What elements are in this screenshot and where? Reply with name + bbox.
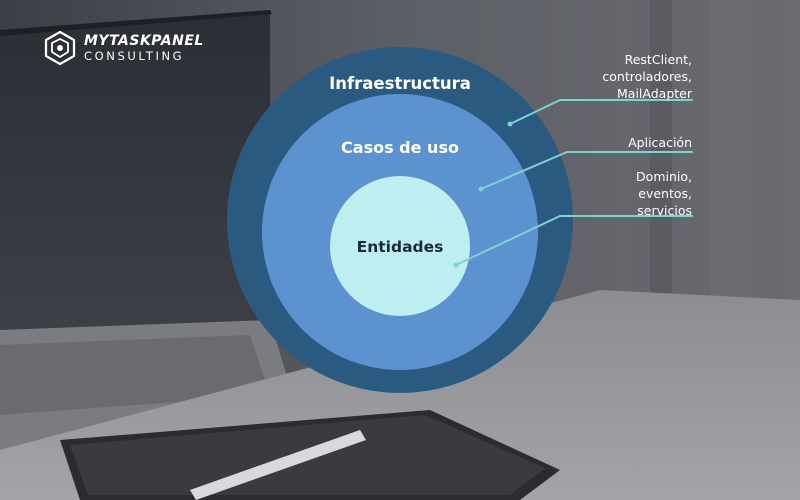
brand-name: MYTASKPANEL [84, 32, 204, 49]
brand-subtitle: CONSULTING [84, 48, 185, 63]
callout-dot-infraestructura [507, 121, 513, 127]
callout-line-text: eventos, [638, 186, 692, 201]
infraestructura-label: Infraestructura [329, 74, 471, 93]
callout-line-text: RestClient, [624, 52, 692, 67]
callout-dot-casos-de-uso [478, 186, 484, 192]
callout-line-text: Dominio, [636, 169, 692, 184]
callout-entidades: Dominio, eventos, servicios [636, 168, 692, 219]
callout-line-text: controladores, [602, 69, 692, 84]
callout-line-casos-de-uso [480, 151, 693, 190]
callout-line-text: servicios [637, 203, 692, 218]
callout-line-text: Aplicación [628, 135, 692, 150]
callout-line-text: MailAdapter [617, 86, 692, 101]
casos-de-uso-label: Casos de uso [341, 138, 459, 157]
callout-line-entidades [455, 215, 693, 266]
entidades-label: Entidades [356, 238, 444, 256]
callout-line-infraestructura [509, 99, 693, 125]
entidades-layer [330, 176, 470, 316]
callout-dot-entidades [453, 262, 459, 268]
brand-logo: MYTASKPANEL CONSULTING [42, 30, 204, 66]
callout-casos-de-uso: Aplicación [628, 134, 692, 151]
hexagon-shield-icon [44, 30, 76, 66]
callout-infraestructura: RestClient, controladores, MailAdapter [602, 51, 692, 102]
